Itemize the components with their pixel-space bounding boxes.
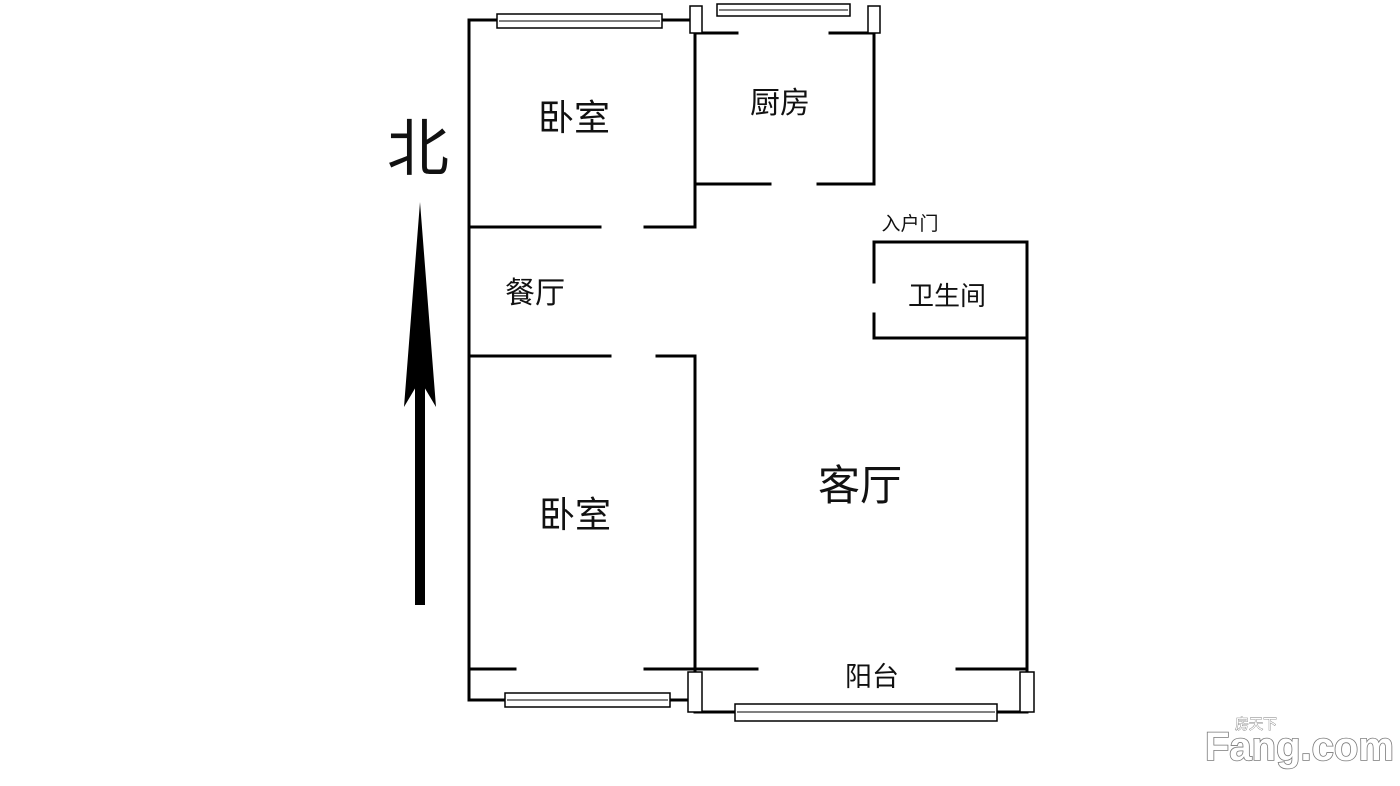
north-arrow-icon [404,202,436,605]
room-label-bathroom: 卫生间 [908,282,986,312]
room-label-dining: 餐厅 [505,276,565,311]
walls [467,6,1029,714]
fang-logo: 房天下 Fang.com [1204,717,1395,770]
window-north-bedroom [496,13,663,29]
watermark-brand: Fang.com [1205,725,1394,769]
room-label-bedroom-north: 卧室 [538,98,610,139]
north-label: 北 [387,112,449,185]
window-kitchen [689,3,881,34]
room-label-bedroom-south: 卧室 [539,495,611,536]
window-balcony [687,671,1035,722]
room-label-kitchen: 厨房 [750,86,810,121]
room-label-balcony: 阳台 [845,662,899,693]
entrance-door-label: 入户门 [881,213,938,235]
window-south-bedroom [504,692,671,708]
watermark-small-text: 房天下 [1235,717,1277,733]
room-label-living: 客厅 [818,461,902,510]
